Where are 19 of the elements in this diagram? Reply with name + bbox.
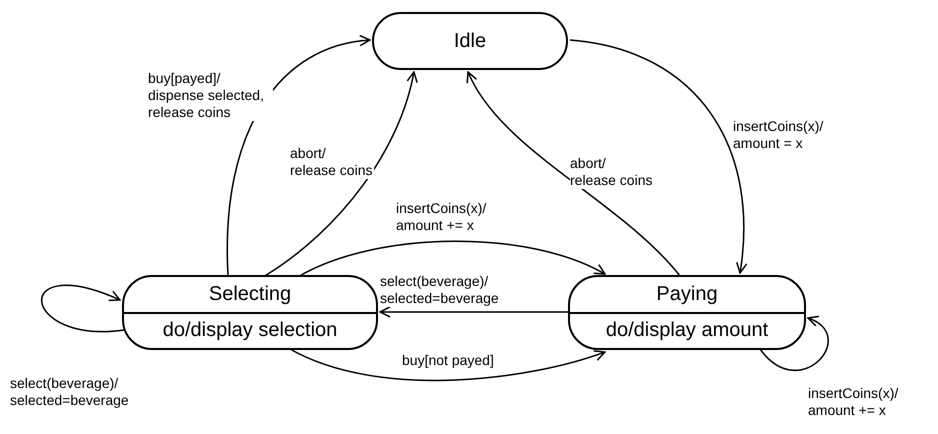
state-box (122, 275, 378, 350)
state-action: do/display selection (124, 312, 376, 348)
state-action: do/display amount (570, 312, 804, 348)
transition-arrow (379, 306, 568, 318)
edge-label: buy[payed]/ dispense selected, release coins (148, 70, 273, 121)
state-box (568, 275, 806, 350)
edge-label: abort/ release coins (290, 145, 374, 179)
transition-arrow (41, 284, 124, 332)
transition-arrow (570, 39, 747, 274)
edge-label: abort/ release coins (570, 155, 654, 189)
state-name: Paying (655, 282, 719, 307)
transition-arrow (467, 71, 680, 276)
transition-arrow (226, 36, 371, 276)
transition-arrow (760, 317, 829, 371)
transition-arrow (290, 348, 606, 382)
state-name: Idle (452, 28, 488, 54)
transition-arrow (300, 240, 606, 276)
transition-arrow (264, 71, 418, 276)
state-name: Selecting (208, 282, 292, 307)
